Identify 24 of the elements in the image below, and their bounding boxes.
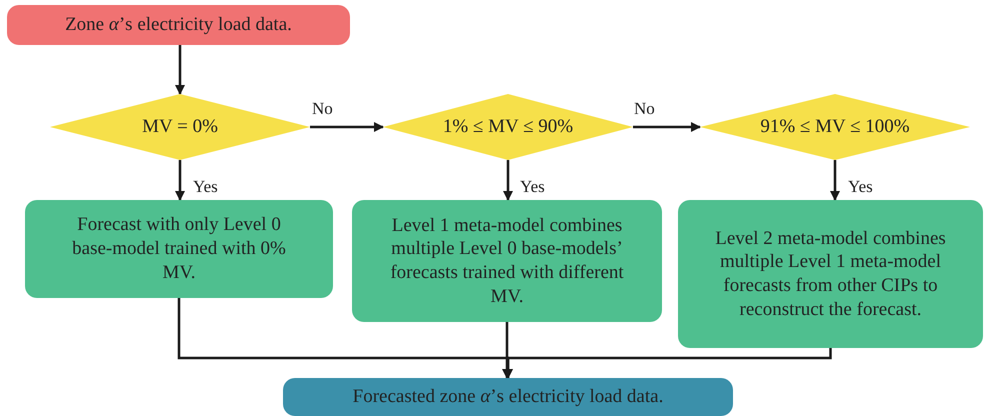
edge-label: Yes xyxy=(520,178,545,195)
arrow xyxy=(830,160,840,201)
box-text: Level 2 meta-model combines multiple Level 1 meta-model forecasts from other CIPs to reconstruct the forecast. xyxy=(714,226,947,322)
arrow xyxy=(175,160,185,201)
arrow xyxy=(503,160,513,201)
condition-text: MV = 0% xyxy=(142,114,218,139)
arrow xyxy=(633,122,701,132)
box-text: Zone α’s electricity load data. xyxy=(65,13,292,37)
box-text: Level 1 meta-model combines multiple Level 0 base-models’ forecasts trained with different MV. xyxy=(389,214,625,308)
start-box xyxy=(7,5,350,45)
condition-text: 91% ≤ MV ≤ 100% xyxy=(760,114,910,139)
process-box xyxy=(352,200,662,322)
end-box xyxy=(283,378,733,416)
process-box xyxy=(25,200,333,298)
edge-label: No xyxy=(634,100,655,117)
arrow xyxy=(175,45,185,95)
edge-label: No xyxy=(312,100,333,117)
process-box xyxy=(678,200,983,348)
edge-label: Yes xyxy=(848,178,873,195)
condition-text: 1% ≤ MV ≤ 90% xyxy=(442,114,574,139)
box-text: Forecast with only Level 0 base-model trained with 0% MV. xyxy=(71,213,287,285)
edge-label: Yes xyxy=(193,178,218,195)
arrow xyxy=(310,122,384,132)
box-text: Forecasted zone α’s electricity load data. xyxy=(352,385,664,409)
